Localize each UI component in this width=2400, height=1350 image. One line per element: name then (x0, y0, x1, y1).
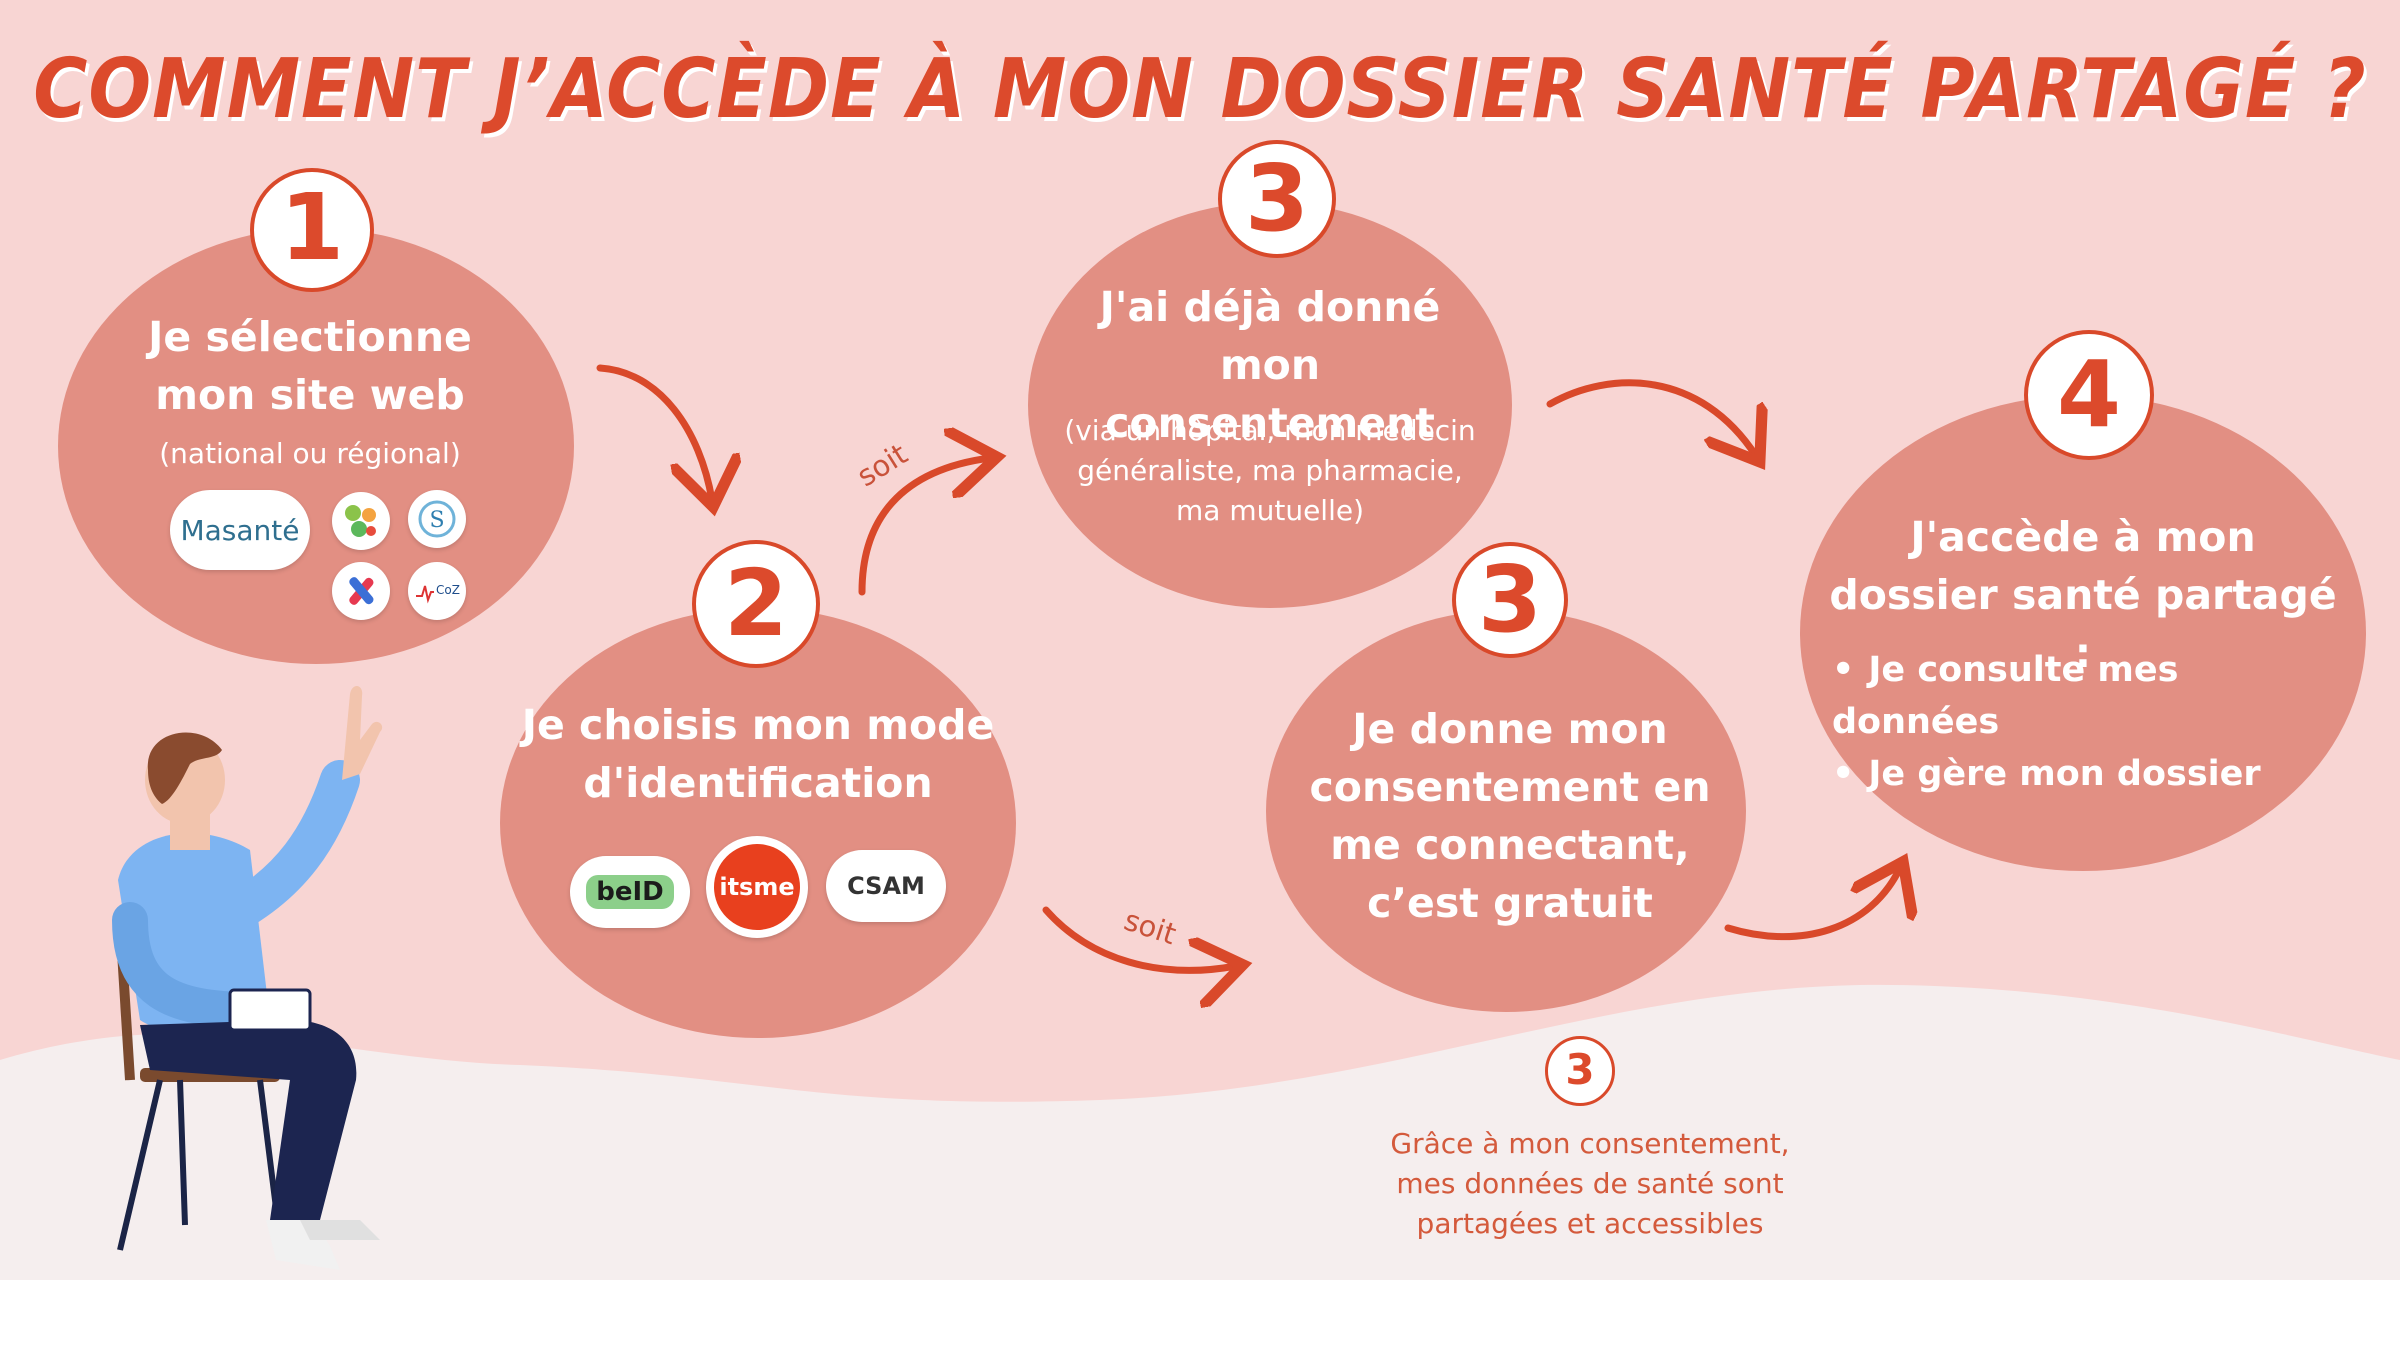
person-illustration (112, 685, 383, 1270)
step3b-number: 3 (1452, 542, 1568, 658)
itsme-mark: itsme (714, 844, 800, 930)
step4-bullets: Je consulte mes données Je gère mon doss… (1832, 644, 2352, 800)
molecule-icon (345, 505, 376, 537)
step3b-bubble (1266, 610, 1746, 1012)
itsme-logo-text: itsme (719, 873, 795, 901)
beid-logo[interactable]: beID (570, 856, 690, 928)
step1-title: Je sélectionne mon site web (148, 313, 472, 419)
masante-logo[interactable]: Masanté (170, 490, 310, 570)
arrow-2-to-3a (858, 458, 990, 596)
cozo-logo[interactable]: CoZo (408, 562, 466, 620)
step3a-bubble (1028, 202, 1512, 608)
step4-bullet-1: Je consulte mes données (1832, 644, 2352, 748)
rsw-logo[interactable] (332, 492, 390, 550)
step4-bullet-2: Je gère mon dossier (1832, 748, 2352, 800)
step2-title: Je choisis mon mode d'identification (521, 701, 995, 807)
cross-icon (349, 577, 374, 605)
svg-text:S: S (429, 508, 444, 533)
beid-logo-text: beID (586, 875, 674, 909)
itsme-logo[interactable]: itsme (706, 836, 808, 938)
page-title: COMMENT J’ACCÈDE À MON DOSSIER SANTÉ PAR… (33, 42, 2367, 137)
footnote-number: 3 (1545, 1036, 1615, 1106)
step4-number: 4 (2024, 330, 2154, 460)
arrow-3a-to-4 (1546, 379, 1756, 456)
step3a-subtitle: (via un hôpital, mon médecin généraliste… (1064, 414, 1476, 527)
step2-number: 2 (692, 540, 820, 668)
footnote-text: Grâce à mon consentement, mes données de… (1390, 1127, 1790, 1240)
step4-title: J'accède à mon dossier santé partagé : (1829, 513, 2337, 677)
s-circle-icon: S (418, 500, 456, 538)
step3b-title: Je donne mon consentement en me connecta… (1309, 705, 1711, 927)
csam-logo[interactable]: CSAM (826, 850, 946, 922)
csam-logo-text: CSAM (847, 872, 925, 900)
step3a-title: J'ai déjà donné mon consentement (1099, 283, 1441, 447)
arrow-2-to-3b (1042, 906, 1236, 970)
step1-bubble (58, 228, 574, 664)
step3a-number: 3 (1218, 140, 1336, 258)
brussels-health-network-logo[interactable]: S (408, 490, 466, 548)
step1-number: 1 (250, 168, 374, 292)
step1-subtitle: (national ou régional) (159, 437, 461, 470)
step2-bubble (500, 608, 1016, 1038)
vitalink-logo[interactable] (332, 562, 390, 620)
cozo-pulse-icon: CoZo (416, 583, 460, 604)
masante-logo-text: Masanté (180, 513, 300, 547)
wave-shape (0, 984, 2400, 1280)
svg-text:CoZo: CoZo (436, 583, 460, 597)
arrow-1-to-2 (596, 364, 712, 500)
arrow-3b-to-4 (1724, 868, 1900, 941)
